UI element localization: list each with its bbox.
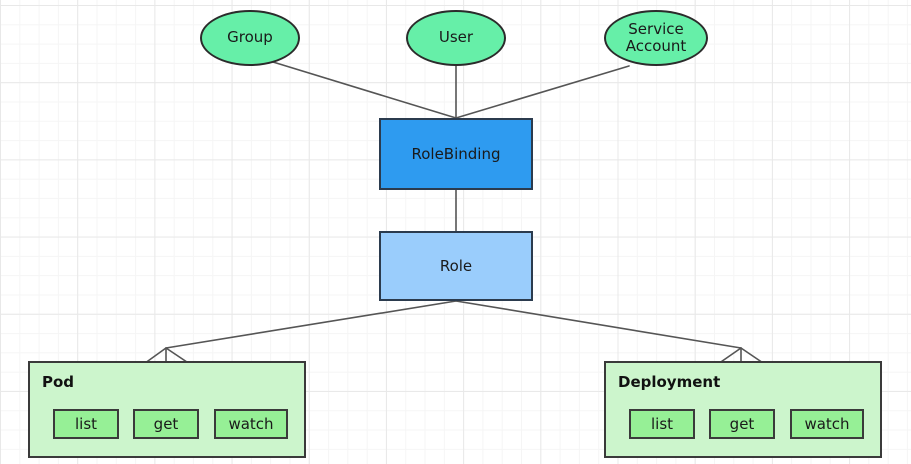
node-subject-user-label: User xyxy=(438,28,474,47)
group-resource-deployment-label: Deployment xyxy=(618,373,721,391)
verb-pod-get-label: get xyxy=(153,415,179,433)
node-rolebinding[interactable]: RoleBinding xyxy=(379,118,533,190)
node-rolebinding-label: RoleBinding xyxy=(411,145,501,163)
verb-deployment-get-label: get xyxy=(729,415,755,433)
verb-deployment-list-label: list xyxy=(650,415,674,433)
node-role[interactable]: Role xyxy=(379,231,533,301)
node-subject-group[interactable]: Group xyxy=(200,10,300,66)
node-subject-service-account[interactable]: Service Account xyxy=(604,10,708,66)
node-subject-service-account-label-line2: Account xyxy=(625,37,687,55)
verb-deployment-watch-label: watch xyxy=(804,415,850,433)
node-subject-group-label: Group xyxy=(227,28,273,47)
verb-pod-watch-label: watch xyxy=(228,415,274,433)
edge-role-to-pod xyxy=(165,300,457,349)
verb-pod-watch[interactable]: watch xyxy=(214,409,288,439)
verb-deployment-list[interactable]: list xyxy=(629,409,695,439)
group-resource-deployment[interactable]: Deployment list get watch xyxy=(604,361,882,458)
edge-serviceaccount-to-rolebinding xyxy=(455,65,630,119)
verb-pod-list-label: list xyxy=(74,415,98,433)
verb-pod-get[interactable]: get xyxy=(133,409,199,439)
node-role-label: Role xyxy=(439,257,473,275)
group-resource-pod[interactable]: Pod list get watch xyxy=(28,361,306,458)
verb-pod-list[interactable]: list xyxy=(53,409,119,439)
node-subject-service-account-label-line1: Service xyxy=(628,19,684,38)
edge-role-to-deployment xyxy=(455,300,742,349)
edge-group-to-rolebinding xyxy=(272,61,457,119)
node-subject-user[interactable]: User xyxy=(406,10,506,66)
verb-deployment-get[interactable]: get xyxy=(709,409,775,439)
group-resource-pod-label: Pod xyxy=(42,373,75,391)
verb-deployment-watch[interactable]: watch xyxy=(790,409,864,439)
